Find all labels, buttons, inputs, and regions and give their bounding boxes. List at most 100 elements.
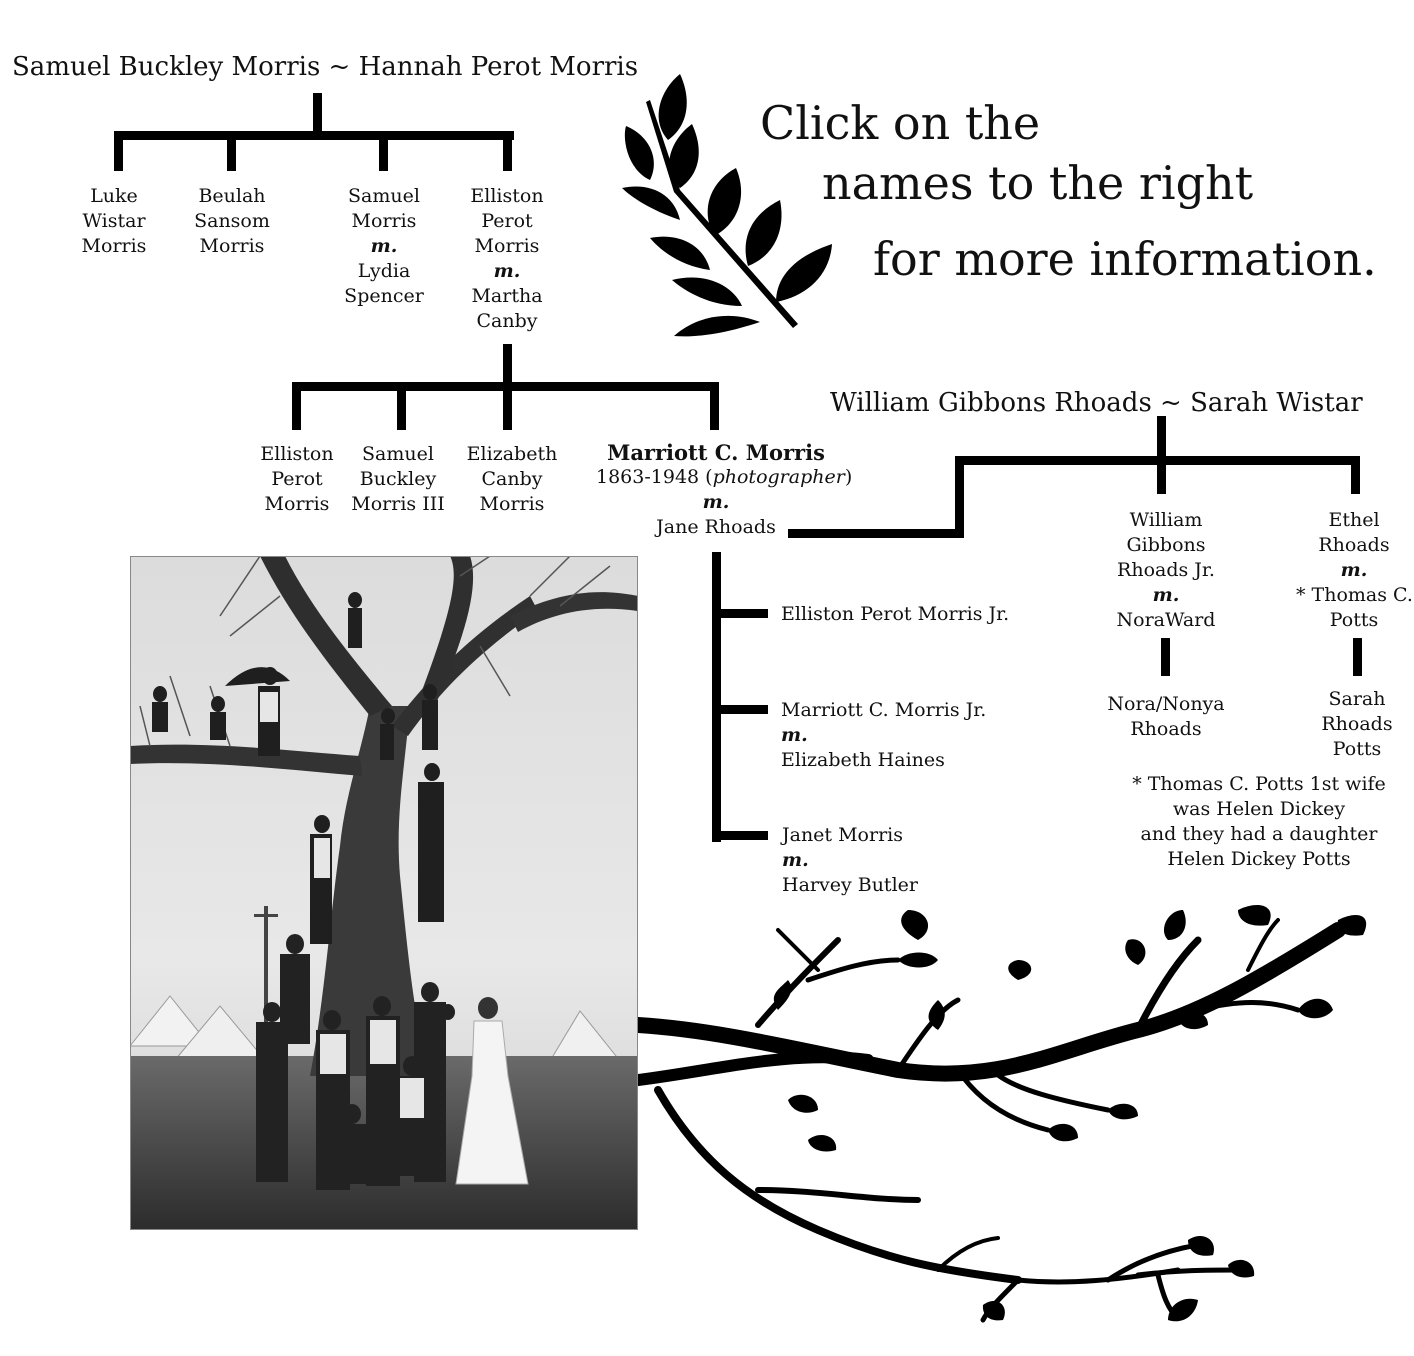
connector bbox=[227, 131, 236, 171]
name-line: Luke bbox=[90, 185, 138, 207]
years-text: 1863-1948 ( bbox=[596, 466, 713, 488]
name-line: Morris bbox=[479, 493, 545, 515]
married-marker: m. bbox=[1152, 584, 1180, 606]
person-elliston-perot-morris-2[interactable]: Elliston Perot Morris bbox=[247, 442, 347, 517]
name-line: Perot bbox=[481, 210, 533, 232]
spouse-line: Canby bbox=[476, 310, 538, 332]
spouse-line: Spencer bbox=[344, 285, 424, 307]
name-line: Samuel bbox=[348, 185, 420, 207]
name-line: Rhoads Jr. bbox=[1117, 559, 1215, 581]
spouse-line: NoraWard bbox=[1116, 609, 1216, 631]
connector bbox=[114, 131, 123, 171]
footnote: * Thomas C. Potts 1st wife was Helen Dic… bbox=[1116, 772, 1402, 872]
name-line: Buckley bbox=[359, 468, 437, 490]
person-sarah-rhoads-potts[interactable]: Sarah Rhoads Potts bbox=[1302, 687, 1412, 762]
group-photograph bbox=[130, 556, 638, 1230]
name-line: Janet Morris bbox=[782, 824, 903, 846]
person-samuel-morris[interactable]: Samuel Morris m. Lydia Spencer bbox=[334, 184, 434, 309]
name-line: Rhoads bbox=[1318, 534, 1390, 556]
married-marker: m. bbox=[781, 724, 808, 746]
featured-name: Marriott C. Morris bbox=[607, 440, 825, 465]
name-line: Morris III bbox=[351, 493, 445, 515]
name-line: Morris bbox=[351, 210, 417, 232]
person-ethel-rhoads[interactable]: Ethel Rhoads m. * Thomas C. Potts bbox=[1296, 508, 1413, 633]
person-elliston-perot-morris-jr[interactable]: Elliston Perot Morris Jr. bbox=[781, 602, 1009, 627]
connector bbox=[712, 831, 768, 840]
married-marker: m. bbox=[702, 491, 730, 513]
cta-line-2: names to the right bbox=[822, 156, 1254, 210]
connector bbox=[114, 131, 514, 140]
name-line: Rhoads bbox=[1321, 713, 1393, 735]
person-marriott-c-morris-jr[interactable]: Marriott C. Morris Jr. m. Elizabeth Hain… bbox=[781, 698, 986, 773]
name-line: Ethel bbox=[1328, 509, 1380, 531]
role-text: photographer bbox=[712, 466, 845, 488]
connector bbox=[292, 382, 301, 430]
name-line: William bbox=[1129, 509, 1203, 531]
name-line: Sarah bbox=[1328, 688, 1386, 710]
connector bbox=[712, 705, 768, 714]
name-line: Elliston bbox=[260, 443, 334, 465]
leaf-spray-icon bbox=[622, 74, 832, 337]
person-nora-nonya-rhoads[interactable]: Nora/Nonya Rhoads bbox=[1101, 692, 1231, 742]
connector bbox=[712, 609, 768, 618]
connector bbox=[313, 93, 322, 135]
connector bbox=[1157, 416, 1166, 494]
person-janet-morris[interactable]: Janet Morris m. Harvey Butler bbox=[782, 823, 918, 898]
connector bbox=[503, 382, 512, 430]
spouse-line: Jane Rhoads bbox=[656, 516, 776, 538]
footnote-line: and they had a daughter bbox=[1140, 823, 1378, 845]
connector bbox=[710, 382, 719, 430]
name-line: Morris bbox=[81, 235, 147, 257]
name-line: Wistar bbox=[82, 210, 146, 232]
spouse-line: Martha bbox=[471, 285, 543, 307]
name-line: Elizabeth bbox=[466, 443, 558, 465]
person-marriott-c-morris[interactable]: Marriott C. Morris 1863-1948 (photograph… bbox=[596, 440, 852, 540]
spouse-line: * Thomas C. bbox=[1296, 584, 1413, 606]
name-line: Elliston bbox=[470, 185, 544, 207]
person-elizabeth-canby-morris[interactable]: Elizabeth Canby Morris bbox=[457, 442, 567, 517]
name-line: Morris bbox=[264, 493, 330, 515]
person-william-gibbons-rhoads-jr[interactable]: William Gibbons Rhoads Jr. m. NoraWard bbox=[1101, 508, 1231, 633]
paren-close: ) bbox=[844, 466, 853, 488]
spouse-line: Potts bbox=[1329, 609, 1379, 631]
name-line: Morris bbox=[199, 235, 265, 257]
cta-line-1: Click on the bbox=[760, 96, 1041, 150]
name-line: Samuel bbox=[362, 443, 434, 465]
name-line: Canby bbox=[481, 468, 543, 490]
connector bbox=[397, 382, 406, 430]
married-marker: m. bbox=[1340, 559, 1368, 581]
name-line: Elliston Perot Morris Jr. bbox=[781, 603, 1010, 625]
rhoads-couple-link[interactable]: William Gibbons Rhoads ~ Sarah Wistar bbox=[830, 388, 1363, 418]
spouse-line: Harvey Butler bbox=[782, 874, 918, 896]
footnote-line: Helen Dickey Potts bbox=[1167, 848, 1351, 870]
connector bbox=[1161, 638, 1170, 676]
connector bbox=[503, 344, 512, 386]
connector bbox=[712, 552, 721, 842]
life-dates: 1863-1948 (photographer) bbox=[596, 465, 852, 490]
person-elliston-perot-morris[interactable]: Elliston Perot Morris m. Martha Canby bbox=[457, 184, 557, 334]
spouse-line: Elizabeth Haines bbox=[781, 749, 945, 771]
spouse-line: Lydia bbox=[357, 260, 411, 282]
name-line: Potts bbox=[1332, 738, 1382, 760]
name-line: Marriott C. Morris Jr. bbox=[781, 699, 987, 721]
footnote-line: * Thomas C. Potts 1st wife bbox=[1132, 773, 1386, 795]
married-marker: m. bbox=[370, 235, 398, 257]
person-samuel-buckley-morris-iii[interactable]: Samuel Buckley Morris III bbox=[343, 442, 453, 517]
name-line: Sansom bbox=[194, 210, 270, 232]
branch-icon bbox=[638, 905, 1367, 1323]
name-line: Rhoads bbox=[1130, 718, 1202, 740]
married-marker: m. bbox=[782, 849, 809, 871]
morris-couple-link[interactable]: Samuel Buckley Morris ~ Hannah Perot Mor… bbox=[12, 52, 639, 82]
name-line: Morris bbox=[474, 235, 540, 257]
name-line: Perot bbox=[271, 468, 323, 490]
morris-couple-heading: Samuel Buckley Morris ~ Hannah Perot Mor… bbox=[12, 52, 638, 82]
name-line: Gibbons bbox=[1126, 534, 1206, 556]
marriage-connector bbox=[788, 529, 964, 538]
connector bbox=[1351, 456, 1360, 494]
married-marker: m. bbox=[493, 260, 521, 282]
name-line: Beulah bbox=[198, 185, 266, 207]
person-luke-wistar-morris[interactable]: Luke Wistar Morris bbox=[64, 184, 164, 259]
footnote-line: was Helen Dickey bbox=[1172, 798, 1346, 820]
person-beulah-sansom-morris[interactable]: Beulah Sansom Morris bbox=[182, 184, 282, 259]
connector bbox=[379, 131, 388, 171]
